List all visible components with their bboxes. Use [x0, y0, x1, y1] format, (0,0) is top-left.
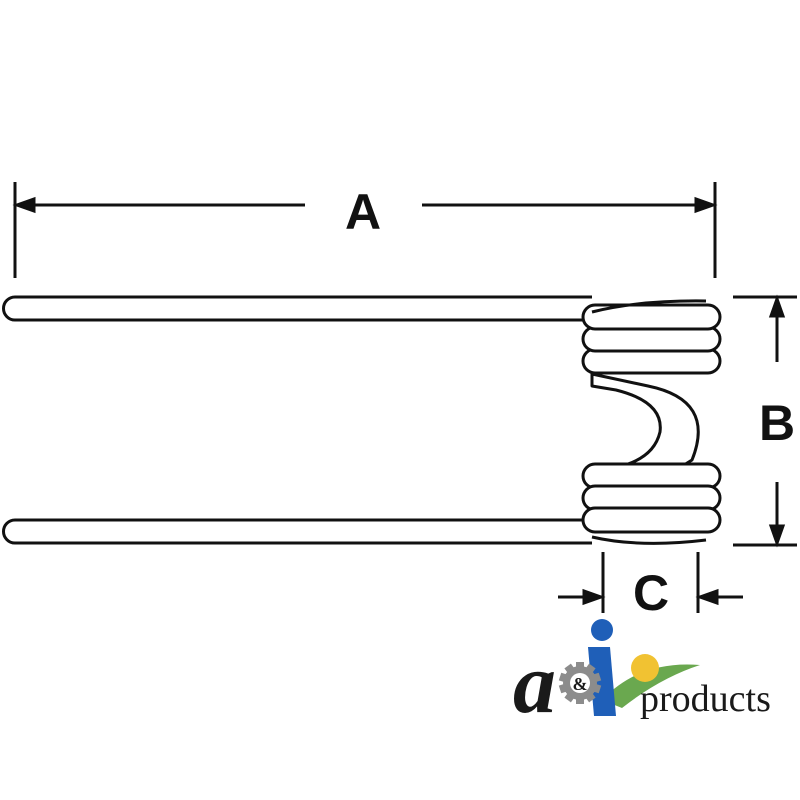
lower-coil-winding	[581, 506, 722, 534]
lower-coil	[581, 462, 722, 545]
upper-coil-lead	[591, 299, 707, 314]
dimension-b	[733, 294, 797, 548]
logo-leaf-icon	[602, 664, 700, 708]
center-bend-loop	[590, 372, 700, 472]
logo-mark-a: a	[513, 635, 556, 731]
coil-center-bend	[590, 372, 700, 472]
upper-coil-winding	[581, 303, 722, 331]
upper-coil	[581, 299, 722, 375]
upper-coil-winding	[581, 325, 722, 353]
lower-coil-winding	[581, 484, 722, 512]
dimension-c-right-arrow	[695, 588, 719, 606]
logo-sun-icon	[631, 654, 659, 682]
upper-coil-winding	[581, 347, 722, 375]
lower-coil-winding	[581, 462, 722, 490]
lower-tine-arm	[2, 518, 592, 545]
tine-arms	[2, 295, 592, 545]
lower-coil-lead	[591, 535, 707, 545]
logo-brand-word: products	[640, 678, 771, 720]
logo-mark-i-stem	[588, 647, 616, 716]
logo-gear-center	[570, 673, 590, 693]
dimension-c	[558, 552, 743, 613]
brand-logo: a i & products	[0, 0, 771, 731]
logo-ampersand: &	[573, 674, 588, 694]
dimension-b-bottom-arrow	[768, 524, 786, 548]
dimension-b-top-arrow	[768, 294, 786, 318]
logo-mark-i: i	[0, 0, 1, 1]
upper-tine-arm	[2, 295, 592, 322]
dimension-a	[12, 182, 718, 278]
dimension-b-label: B	[759, 395, 795, 451]
dimension-a-right-arrow	[694, 196, 718, 214]
dimension-c-label: C	[633, 565, 669, 621]
logo-mark-i-dot	[591, 619, 613, 641]
dimension-a-left-arrow	[12, 196, 36, 214]
dimension-c-left-arrow	[582, 588, 606, 606]
dimension-a-label: A	[345, 184, 381, 240]
